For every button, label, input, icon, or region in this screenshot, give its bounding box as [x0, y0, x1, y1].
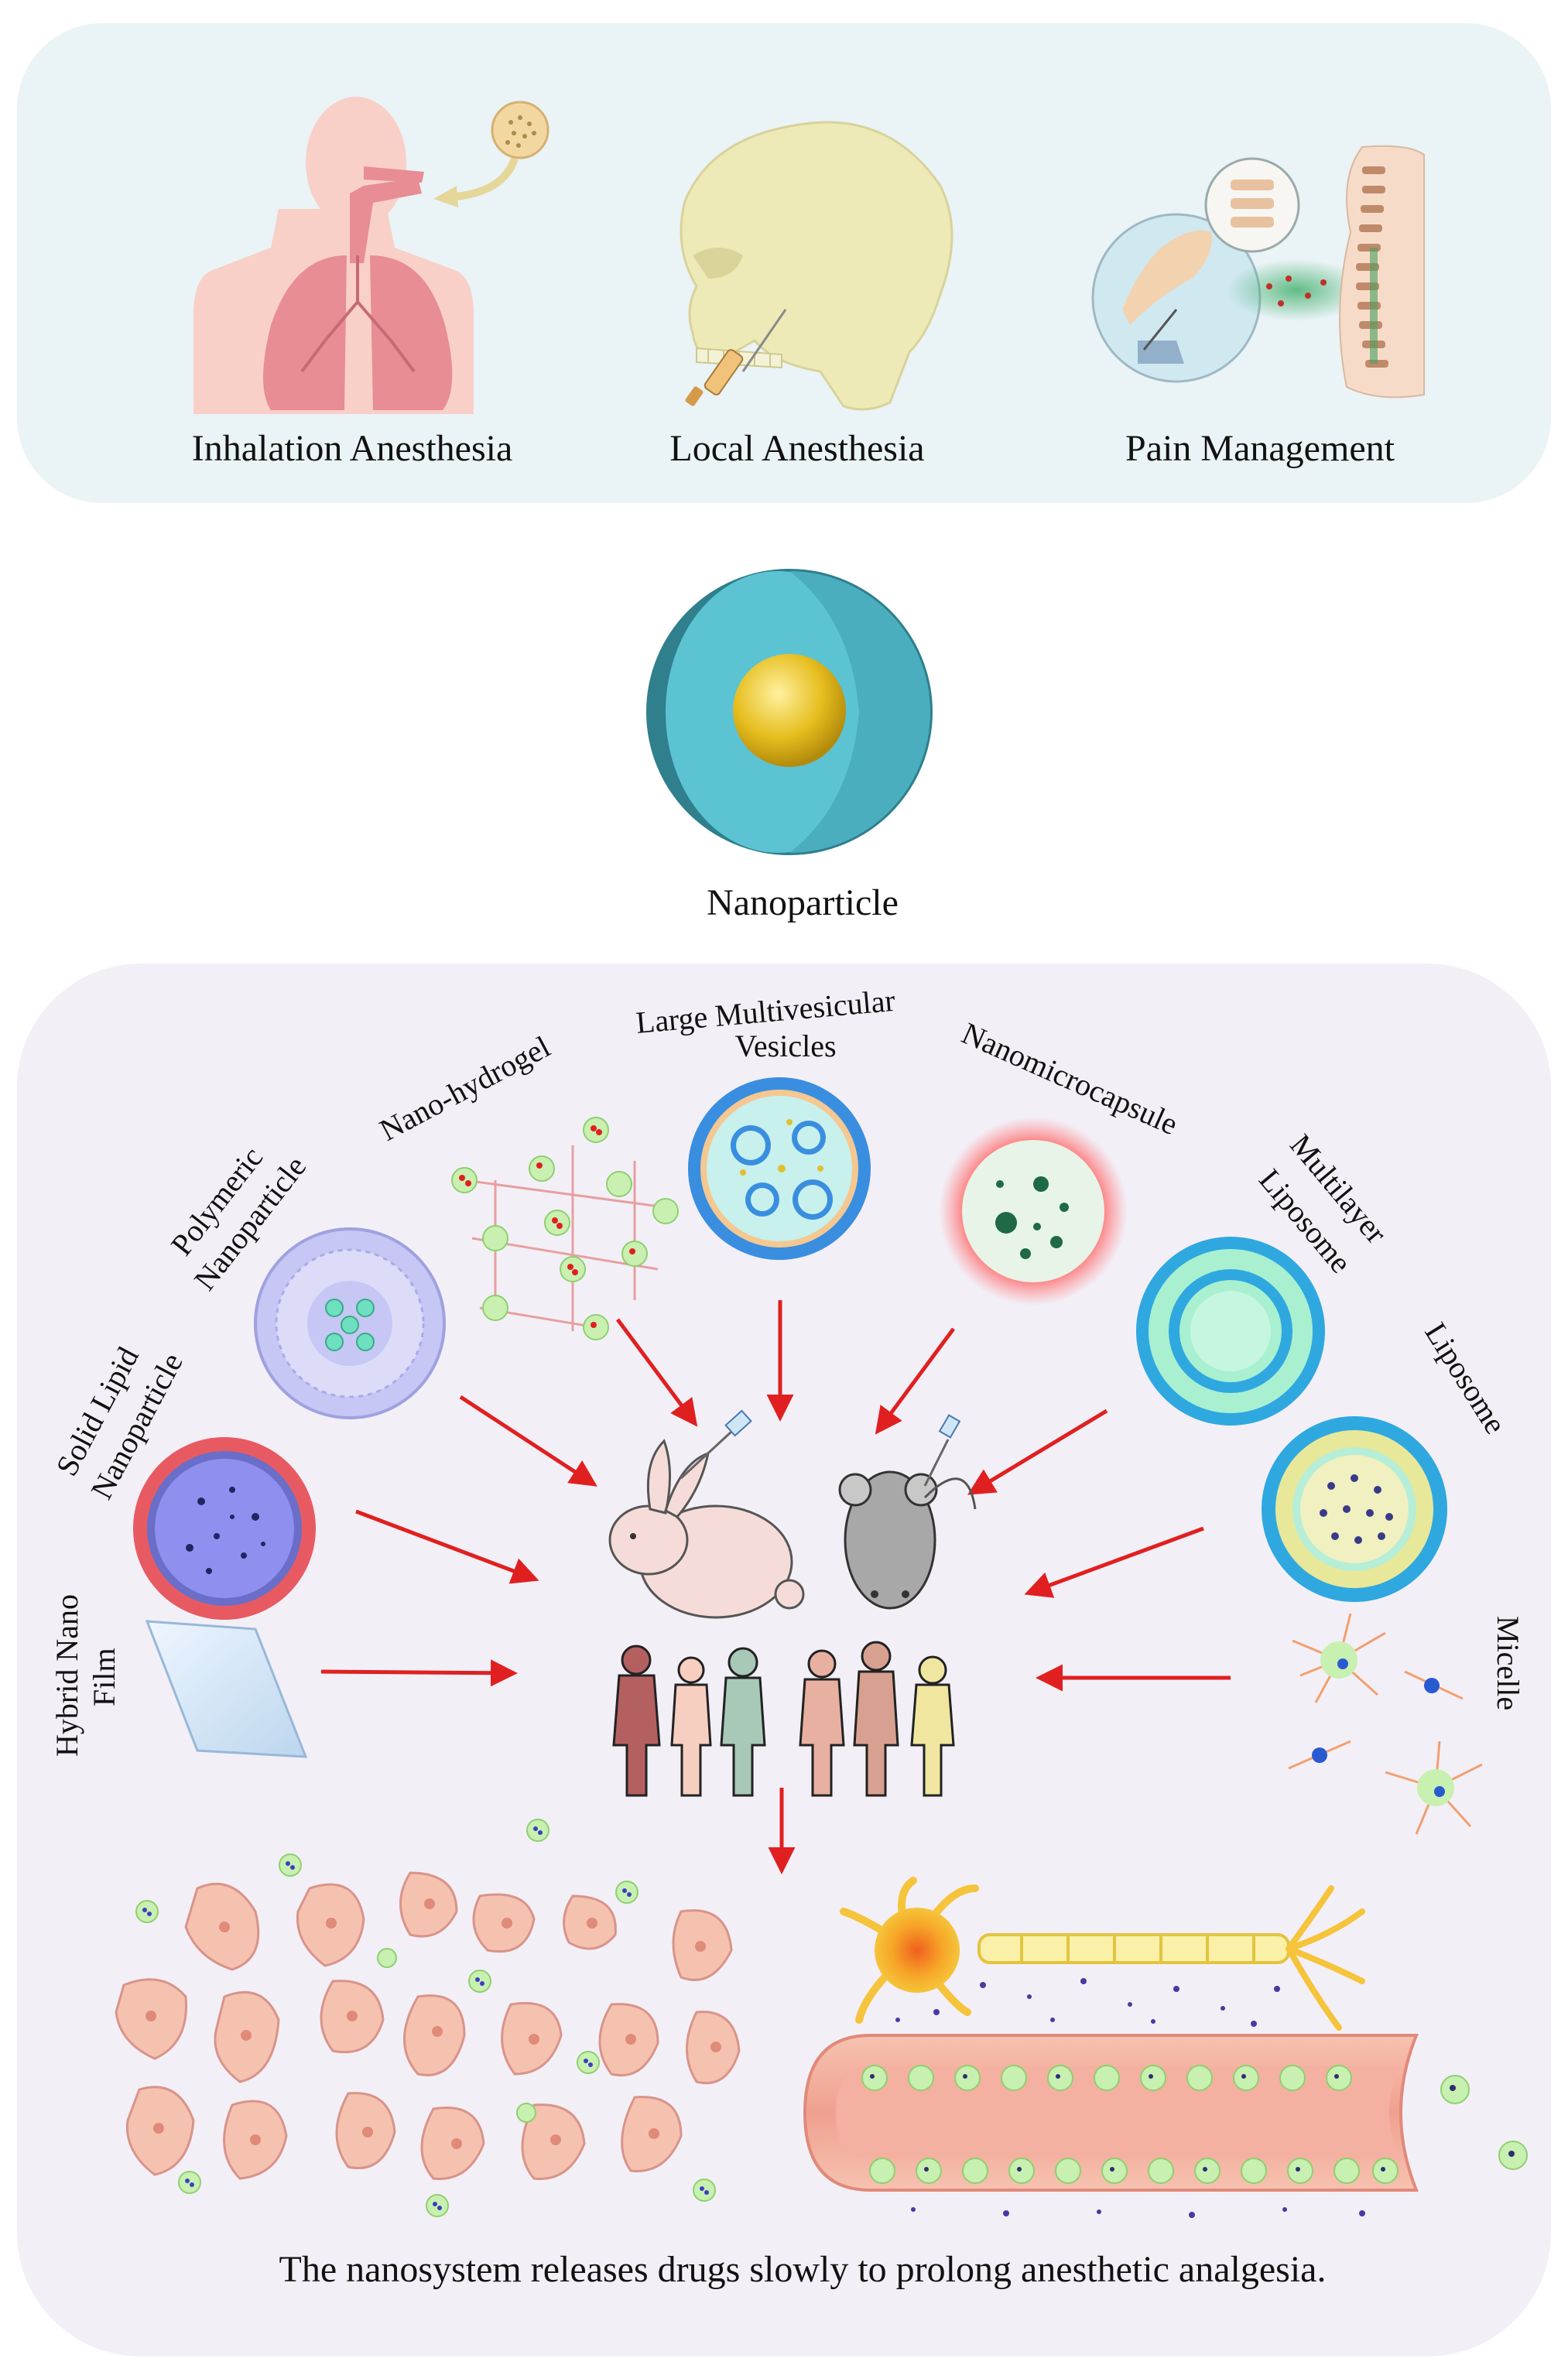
- mouse-icon: [838, 1414, 977, 1610]
- multilayer-liposome-icon: [1136, 1237, 1325, 1426]
- arrow-liposome: [1024, 1526, 1204, 1598]
- label-nanoparticle: Nanoparticle: [707, 882, 899, 923]
- polymeric-nanoparticle-icon: [254, 1227, 446, 1419]
- arrow-microcapsule: [875, 1327, 956, 1435]
- person-5: [853, 1641, 899, 1797]
- inhalation-anesthesia-illustration: [193, 97, 549, 414]
- liposome-icon: [1262, 1416, 1447, 1602]
- label-local-anesthesia: Local Anesthesia: [669, 428, 924, 469]
- human-population-icon: [612, 1641, 955, 1797]
- label-large-multivesicular-2: Vesicles: [734, 1029, 836, 1063]
- neuron-illustration: [840, 1877, 1365, 2031]
- person-2: [670, 1656, 712, 1797]
- label-hybrid-nano-2: Film: [87, 1648, 122, 1706]
- label-hybrid-nano-1: Hybrid Nano: [50, 1594, 84, 1757]
- nanoparticle-illustration: [646, 569, 933, 855]
- caption: The nanosystem releases drugs slowly to …: [279, 2249, 1327, 2290]
- skull-illustration: [680, 121, 953, 411]
- person-1: [612, 1645, 661, 1797]
- label-micelle: Micelle: [1491, 1616, 1525, 1710]
- person-6: [910, 1655, 955, 1797]
- arrow-multilayer: [967, 1408, 1108, 1495]
- person-3: [720, 1647, 766, 1797]
- arrow-hybrid-film: [320, 1659, 518, 1687]
- hybrid-nano-film-icon: [145, 1620, 308, 1758]
- solid-lipid-nanoparticle-icon: [133, 1437, 316, 1620]
- nano-hydrogel-icon: [451, 1117, 679, 1340]
- tissue-cells-illustration: [115, 1819, 741, 2217]
- nanomicrocapsule-icon: [939, 1117, 1128, 1306]
- large-multivesicular-vesicles-icon: [688, 1077, 871, 1260]
- blood-vessel-illustration: [803, 1978, 1528, 2218]
- person-4: [799, 1649, 845, 1797]
- arrow-solid-lipid: [355, 1509, 539, 1584]
- arrow-polymeric: [459, 1395, 597, 1487]
- delivery-arrows: [320, 1300, 1231, 1874]
- micelle-icon: [1288, 1613, 1483, 1835]
- rabbit-icon: [608, 1409, 805, 1619]
- label-inhalation-anesthesia: Inhalation Anesthesia: [192, 428, 513, 469]
- pain-management-illustration: [1091, 145, 1425, 399]
- arrow-hydrogel: [615, 1318, 698, 1427]
- label-pain-management: Pain Management: [1125, 428, 1395, 469]
